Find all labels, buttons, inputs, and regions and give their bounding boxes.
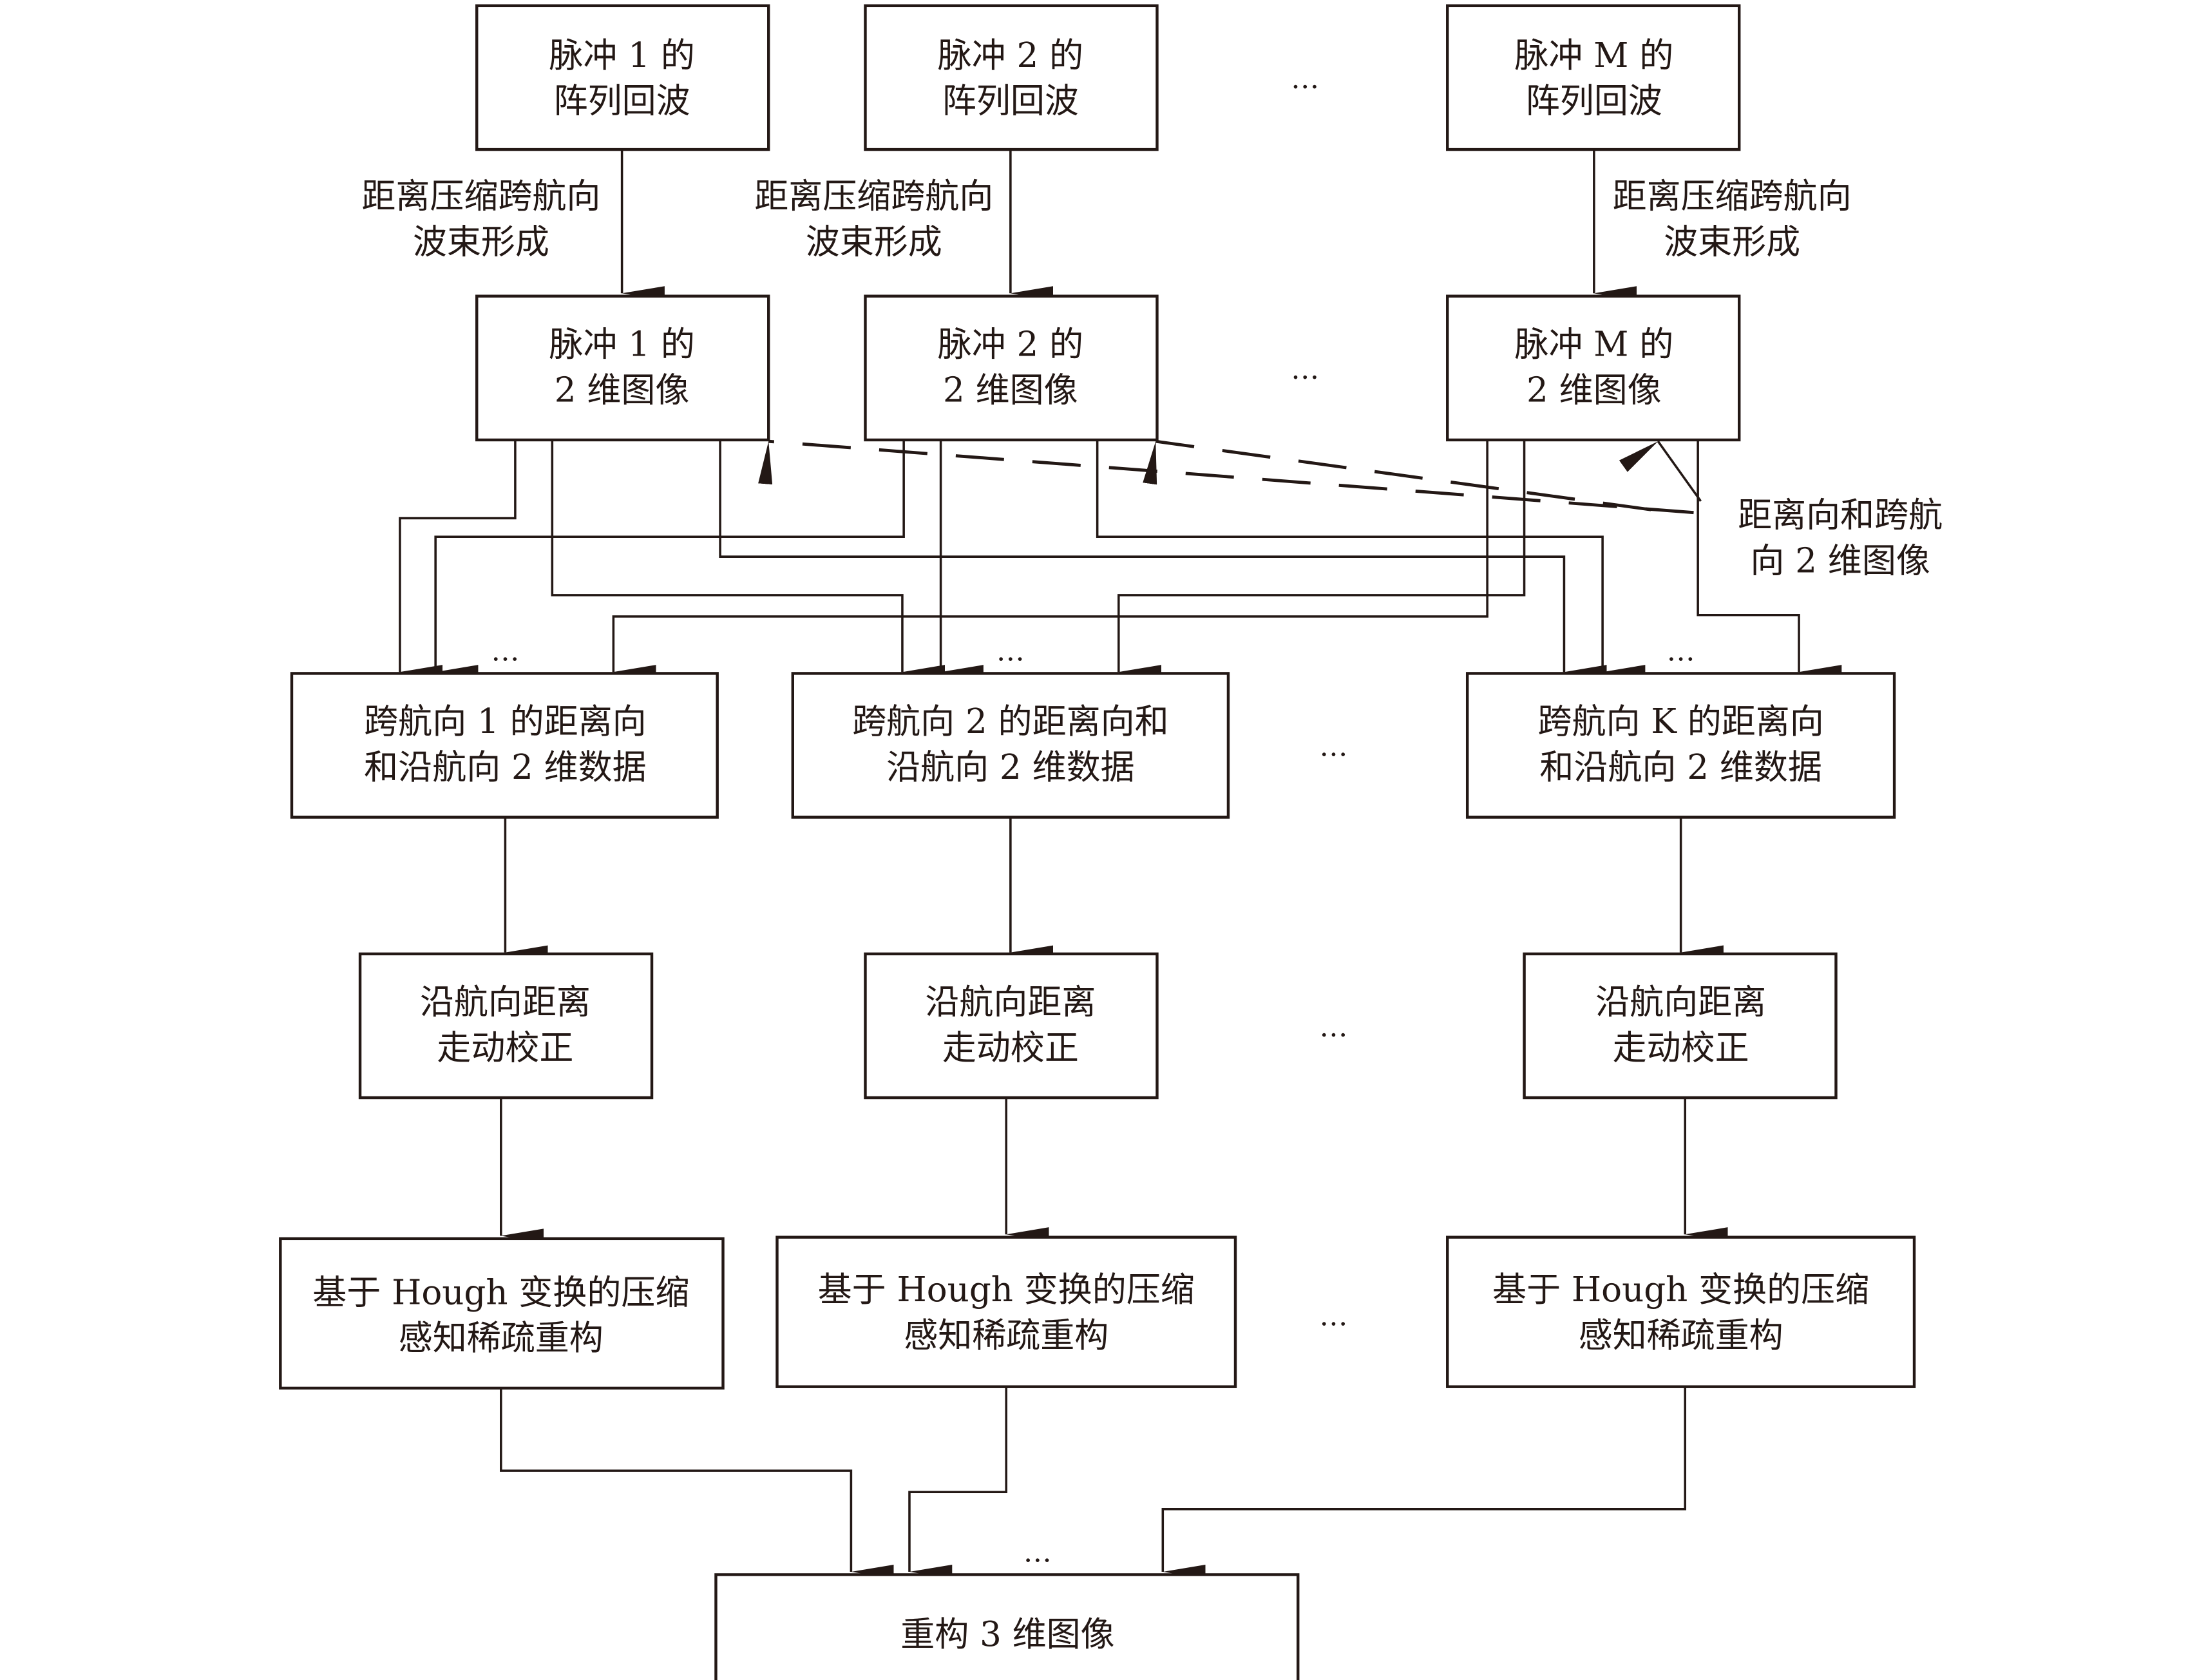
- cross-track-box-k: 跨航向 K 的距离向 和沿航向 2 维数据: [1465, 672, 1896, 819]
- pulse-echo-box-1: 脉冲 1 的 阵列回波: [475, 4, 770, 151]
- ellipsis: …: [491, 635, 519, 668]
- ellipsis: …: [1319, 730, 1347, 763]
- box-text: 感知稀疏重构: [1579, 1315, 1783, 1355]
- box-text: 脉冲 2 的: [938, 35, 1083, 75]
- box-text: 阵列回波: [942, 81, 1079, 121]
- pulse-echo-box-m: 脉冲 M 的 阵列回波: [1446, 4, 1741, 151]
- cross-track-box-2: 跨航向 2 的距离向和 沿航向 2 维数据: [791, 672, 1230, 819]
- label-text: 距离压缩跨航向: [361, 177, 600, 216]
- box-text: 阵列回波: [554, 81, 690, 121]
- box-text: 感知稀疏重构: [904, 1315, 1108, 1355]
- box-text: 跨航向 K 的距离向: [1537, 702, 1823, 741]
- ellipsis: …: [1319, 1011, 1347, 1044]
- box-text: 跨航向 1 的距离向: [364, 702, 646, 741]
- output-box: 重构 3 维图像: [714, 1573, 1300, 1680]
- annotation-text: 距离向和跨航: [1738, 495, 1943, 535]
- box-text: 基于 Hough 变换的压缩: [818, 1270, 1195, 1310]
- ellipsis: …: [996, 635, 1025, 668]
- label-text: 波束形成: [806, 222, 942, 262]
- box-text: 重构 3 维图像: [900, 1614, 1114, 1654]
- ellipsis: …: [1023, 1536, 1052, 1569]
- rmc-box-k: 沿航向距离 走动校正: [1523, 952, 1838, 1100]
- label-text: 距离压缩跨航向: [1613, 177, 1852, 216]
- dashed-arrow: [1143, 439, 1651, 511]
- rmc-box-2: 沿航向距离 走动校正: [864, 952, 1159, 1100]
- box-text: 沿航向 2 维数据: [886, 747, 1134, 787]
- dashed-arrow: [758, 439, 1694, 515]
- box-text: 走动校正: [1613, 1027, 1749, 1067]
- box-text: 感知稀疏重构: [399, 1318, 604, 1358]
- beamforming-label-1: 距离压缩跨航向 波束形成: [361, 177, 600, 262]
- cross-track-box-1: 跨航向 1 的距离向 和沿航向 2 维数据: [290, 672, 719, 819]
- box-text: 2 维图像: [555, 370, 690, 410]
- beamforming-label-m: 距离压缩跨航向 波束形成: [1613, 177, 1852, 262]
- pulse-echo-box-2: 脉冲 2 的 阵列回波: [864, 4, 1159, 151]
- box-text: 2 维图像: [1526, 370, 1662, 410]
- label-text: 波束形成: [1664, 222, 1800, 262]
- box-text: 脉冲 M 的: [1514, 325, 1673, 365]
- box-text: 沿航向距离: [420, 982, 591, 1022]
- box-text: 走动校正: [942, 1027, 1079, 1067]
- box-text: 2 维图像: [943, 370, 1078, 410]
- arrow: [1619, 441, 1702, 502]
- box-text: 基于 Hough 变换的压缩: [312, 1273, 689, 1313]
- rmc-box-1: 沿航向距离 走动校正: [358, 952, 654, 1100]
- merge-lines: [500, 1386, 1687, 1580]
- pulse-image-box-1: 脉冲 1 的 2 维图像: [475, 294, 770, 442]
- ellipsis: …: [1291, 62, 1319, 95]
- box-text: 沿航向距离: [925, 982, 1096, 1022]
- box-text: 基于 Hough 变换的压缩: [1492, 1270, 1869, 1310]
- cs-box-2: 基于 Hough 变换的压缩 感知稀疏重构: [775, 1236, 1237, 1388]
- annotation-text: 向 2 维图像: [1750, 540, 1930, 580]
- label-text: 波束形成: [413, 222, 549, 262]
- box-text: 跨航向 2 的距离向和: [852, 702, 1169, 741]
- annotation-leaders: 距离向和跨航 向 2 维图像: [758, 439, 1943, 580]
- box-text: 脉冲 M 的: [1514, 35, 1673, 75]
- beamforming-label-2: 距离压缩跨航向 波束形成: [754, 177, 993, 262]
- box-text: 走动校正: [437, 1027, 573, 1067]
- box-text: 脉冲 1 的: [549, 325, 694, 365]
- pulse-image-box-2: 脉冲 2 的 2 维图像: [864, 294, 1159, 442]
- ellipsis: …: [1319, 1300, 1347, 1333]
- routing-lines: [399, 439, 1842, 680]
- label-text: 距离压缩跨航向: [754, 177, 993, 216]
- cs-box-k: 基于 Hough 变换的压缩 感知稀疏重构: [1446, 1236, 1916, 1388]
- ellipsis: …: [1667, 635, 1695, 668]
- cs-box-1: 基于 Hough 变换的压缩 感知稀疏重构: [279, 1237, 725, 1390]
- ellipsis: …: [1291, 353, 1319, 386]
- pulse-image-box-m: 脉冲 M 的 2 维图像: [1446, 294, 1741, 442]
- box-text: 和沿航向 2 维数据: [1539, 747, 1821, 787]
- box-text: 沿航向距离: [1595, 982, 1766, 1022]
- box-text: 阵列回波: [1526, 81, 1662, 121]
- box-text: 脉冲 2 的: [938, 325, 1083, 365]
- box-text: 脉冲 1 的: [549, 35, 694, 75]
- box-text: 和沿航向 2 维数据: [364, 747, 646, 787]
